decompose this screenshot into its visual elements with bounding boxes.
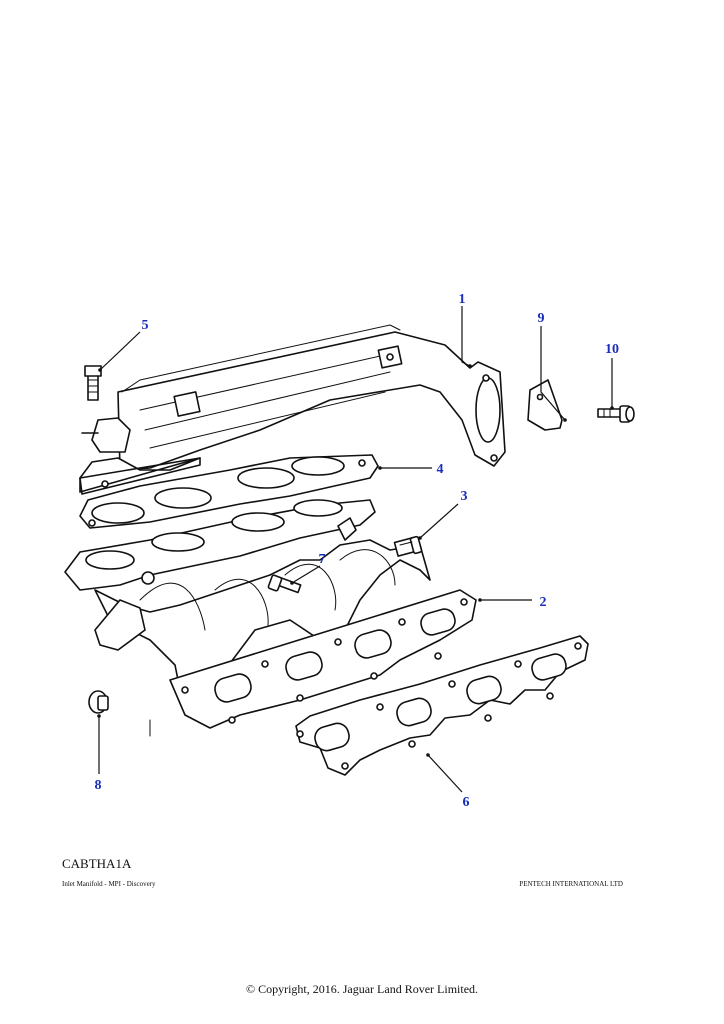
diagram-subtitle: Inlet Manifold - MPI - Discovery xyxy=(62,880,156,888)
lower-manifold-part-2 xyxy=(64,499,477,729)
leader-9 xyxy=(540,326,566,421)
callout-1: 1 xyxy=(459,292,466,307)
callout-labels: 1 2 3 4 5 6 7 8 9 10 xyxy=(95,292,620,810)
leader-7 xyxy=(291,565,321,584)
bracket-part-9 xyxy=(527,379,563,431)
upper-plenum-part xyxy=(79,324,506,495)
callout-5: 5 xyxy=(142,318,149,333)
callout-2: 2 xyxy=(540,595,547,610)
callout-6: 6 xyxy=(463,795,470,810)
bolt-part-10 xyxy=(597,405,635,423)
gasket-part-4 xyxy=(79,454,379,529)
leader-3 xyxy=(419,503,459,539)
leader-lines xyxy=(97,306,614,793)
leader-5 xyxy=(99,331,141,371)
stud-part-7 xyxy=(267,574,302,594)
callout-7: 7 xyxy=(319,552,326,567)
gasket-part-6 xyxy=(295,635,589,776)
leader-1 xyxy=(461,306,471,367)
publisher-label: PENTECH INTERNATIONAL LTD xyxy=(519,880,623,888)
callout-10: 10 xyxy=(605,342,619,357)
plug-part-3 xyxy=(393,535,423,557)
diagram-code: CABTHA1A xyxy=(62,856,132,871)
callout-9: 9 xyxy=(538,311,545,326)
plug-part-8 xyxy=(88,690,151,737)
callout-3: 3 xyxy=(461,489,468,504)
callout-4: 4 xyxy=(437,462,444,477)
callout-8: 8 xyxy=(95,778,102,793)
copyright-notice: © Copyright, 2016. Jaguar Land Rover Lim… xyxy=(245,982,479,996)
leader-6 xyxy=(427,754,463,793)
